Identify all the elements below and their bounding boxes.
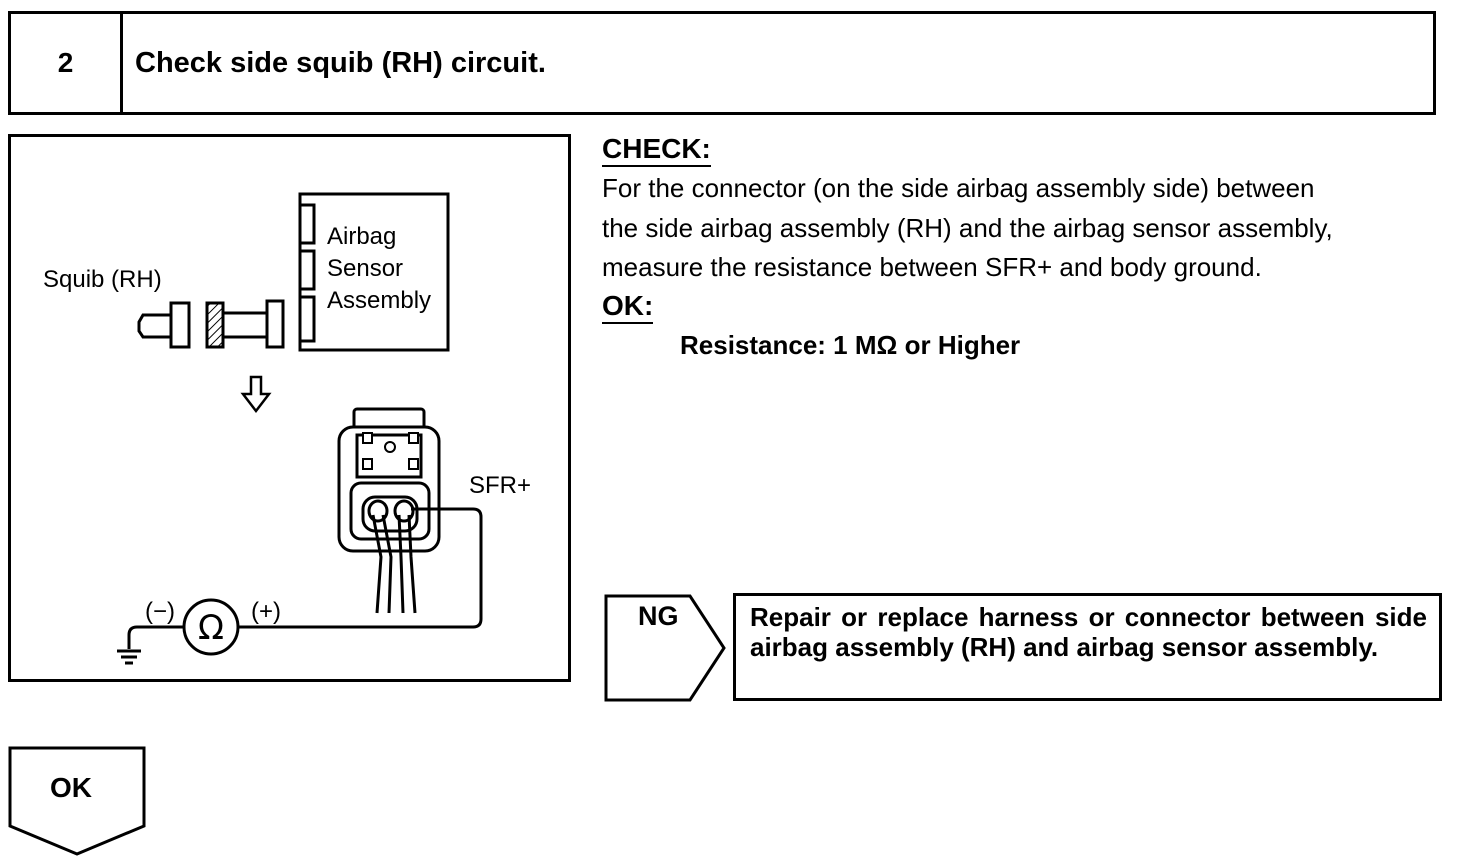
sensor-label-line-1: Airbag (327, 223, 396, 250)
sfr-plus-label: SFR+ (469, 472, 531, 499)
harness-connector (221, 299, 285, 349)
step-number: 2 (11, 14, 123, 112)
squib-label: Squib (RH) (43, 266, 162, 293)
step-header: 2 Check side squib (RH) circuit. (8, 11, 1436, 115)
ng-label: NG (638, 601, 679, 631)
check-line-3: measure the resistance between SFR+ and … (602, 252, 1262, 282)
airbag-sensor-box (298, 192, 450, 352)
squib-connector (137, 301, 191, 349)
ng-action-box: Repair or replace harness or connector b… (733, 593, 1442, 701)
ok-flow-label: OK (50, 772, 92, 803)
ohmmeter-icon (182, 598, 240, 656)
hatched-connector (205, 301, 225, 349)
minus-label: (−) (145, 598, 175, 625)
sensor-label-line-3: Assembly (327, 287, 431, 314)
harness-wires (371, 514, 417, 614)
connector-front-view (337, 407, 441, 553)
check-line-1: For the connector (on the side airbag as… (602, 173, 1315, 203)
diagram-drawing: Squib (RH) Airbag Sensor Assembly (43, 192, 531, 665)
check-line-2: the side airbag assembly (RH) and the ai… (602, 213, 1333, 243)
ok-heading: OK: (602, 290, 654, 324)
sensor-label-line-2: Sensor (327, 255, 403, 282)
ok-spec: Resistance: 1 MΩ or Higher (680, 330, 1021, 360)
check-heading: CHECK: (602, 133, 711, 167)
ng-arrow-icon (604, 594, 726, 702)
connector-diagram: Squib (RH) Airbag Sensor Assembly (8, 134, 571, 682)
ok-arrow-icon (8, 746, 146, 856)
ohm-symbol: Ω (198, 608, 224, 648)
plus-label: (+) (251, 598, 281, 625)
ng-action-text: Repair or replace harness or connector b… (750, 602, 1427, 662)
down-arrow-icon (240, 375, 272, 414)
step-title: Check side squib (RH) circuit. (135, 46, 546, 79)
measurement-circuit (117, 507, 483, 665)
